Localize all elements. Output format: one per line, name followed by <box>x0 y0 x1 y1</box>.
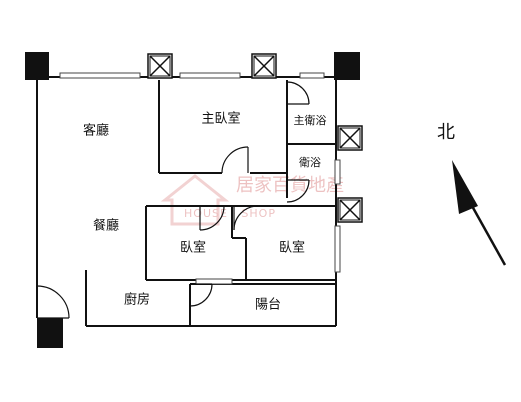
pillar-bottom-left <box>37 318 63 348</box>
window-bedroom <box>334 225 341 273</box>
watermark: 居家百貨地產 HOUSE · SHOP <box>160 174 344 226</box>
window-master-bath <box>299 72 325 79</box>
doors <box>36 81 310 319</box>
vent-box-icon <box>337 197 363 223</box>
north-arrow-icon <box>452 160 507 266</box>
label-bathroom: 衛浴 <box>299 156 321 169</box>
label-kitchen: 廚房 <box>124 292 150 308</box>
door-bedroom-2-icon <box>233 205 259 231</box>
window-living <box>59 72 141 79</box>
watermark-text: 居家百貨地產 <box>236 175 344 196</box>
label-bedroom-1: 臥室 <box>180 240 206 256</box>
door-bedroom-1-icon <box>199 205 225 231</box>
room-labels: 客廳 主臥室 主衛浴 衛浴 餐廳 臥室 臥室 廚房 陽台 <box>83 111 327 313</box>
pillar-top-left <box>25 52 49 80</box>
pillars <box>25 52 360 348</box>
watermark-house-icon <box>160 174 230 226</box>
compass: 北 <box>437 122 507 266</box>
door-entrance-icon <box>36 285 70 319</box>
label-master-bedroom: 主臥室 <box>201 111 240 127</box>
window-bath <box>334 159 341 185</box>
label-living-room: 客廳 <box>83 123 109 139</box>
label-master-bath: 主衛浴 <box>294 114 327 127</box>
watermark-subtext: HOUSE · SHOP <box>184 207 276 220</box>
window-master <box>179 72 241 79</box>
pillar-top-right <box>334 52 360 80</box>
label-dining-room: 餐廳 <box>93 218 119 234</box>
door-bath-icon <box>286 179 310 203</box>
door-master-bedroom-icon <box>221 146 249 174</box>
ventilation-boxes <box>147 53 363 223</box>
window-balcony <box>195 278 233 285</box>
windows <box>59 72 341 285</box>
vent-box-icon <box>147 53 173 79</box>
door-balcony-icon <box>189 283 213 307</box>
vent-box-icon <box>251 53 277 79</box>
label-balcony: 陽台 <box>255 298 281 313</box>
north-label: 北 <box>437 122 455 143</box>
label-bedroom-2: 臥室 <box>279 240 305 256</box>
vent-box-icon <box>337 125 363 151</box>
door-master-bath-icon <box>286 81 310 105</box>
